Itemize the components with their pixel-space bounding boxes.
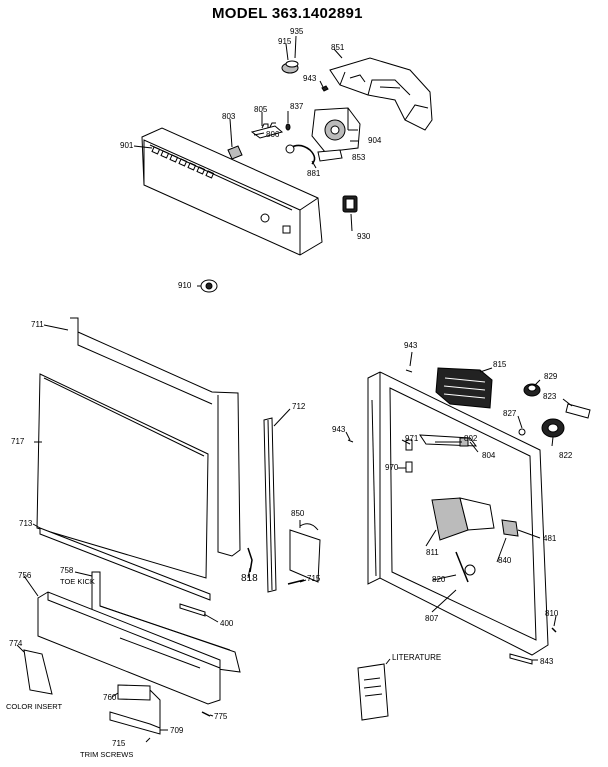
part-970 [405, 461, 413, 473]
part-904-timer [311, 107, 361, 153]
callout-760: 760 [103, 693, 117, 702]
part-775-screw [201, 711, 211, 717]
part-943-clip [321, 85, 329, 92]
callout-400: 400 [220, 619, 234, 628]
part-910-badge [200, 279, 218, 293]
callout-827: 827 [503, 409, 517, 418]
callout-881: 881 [307, 169, 321, 178]
part-811-dispenser [431, 497, 495, 541]
callout-810: 810 [545, 609, 559, 618]
callout-820: 820 [432, 575, 446, 584]
callout-758: 758 [60, 566, 74, 575]
callout-815: 815 [493, 360, 507, 369]
callout-935: 935 [290, 27, 304, 36]
part-915-knob [281, 60, 299, 74]
callout-970: 970 [385, 463, 399, 472]
callout-971: 971 [405, 434, 419, 443]
part-971 [405, 439, 413, 451]
part-853 [317, 149, 343, 162]
part-717-door-panel [36, 373, 209, 579]
callout-822: 822 [559, 451, 573, 460]
callout-930: 930 [357, 232, 371, 241]
part-774-color-insert [23, 649, 53, 695]
toe-kick-label: TOE KICK [60, 577, 95, 586]
callout-843: 843 [540, 657, 554, 666]
part-711-panel-frame [70, 317, 241, 557]
callout-806: 806 [266, 130, 280, 139]
part-943-screw-b [347, 439, 354, 443]
trim-screws-label: TRIM SCREWS [80, 750, 134, 759]
callout-715-a: 715 [307, 574, 321, 583]
callout-803: 803 [222, 112, 236, 121]
callout-943-top: 943 [303, 74, 317, 83]
part-850-plate [289, 523, 321, 583]
part-805-switch [250, 122, 284, 139]
part-829-knob [523, 383, 541, 397]
callout-910: 910 [178, 281, 192, 290]
callout-851: 851 [331, 43, 345, 52]
callout-943-right-mid: 943 [332, 425, 346, 434]
callout-811: 811 [426, 548, 439, 557]
part-881-harness [289, 144, 316, 165]
part-709-trim [109, 711, 161, 735]
part-822-cap [541, 418, 565, 438]
part-713-trim [39, 527, 211, 601]
callout-804: 804 [482, 451, 496, 460]
callout-840: 840 [498, 556, 512, 565]
callout-774: 774 [9, 639, 23, 648]
part-760 [117, 684, 151, 701]
model-title: MODEL 363.1402891 [212, 5, 363, 22]
callout-481: 481 [543, 534, 557, 543]
literature-booklet [357, 663, 389, 721]
color-insert-label: COLOR INSERT [6, 702, 63, 711]
part-810 [551, 627, 557, 633]
callout-713: 713 [19, 519, 33, 528]
part-930-knob [342, 195, 358, 213]
callout-775: 775 [214, 712, 228, 721]
part-756-lower-panel [37, 591, 221, 705]
callout-915: 915 [278, 37, 292, 46]
callout-805: 805 [254, 105, 268, 114]
part-815-vent [435, 367, 493, 409]
callout-756: 756 [18, 571, 32, 580]
part-803 [227, 145, 243, 160]
part-820 [455, 551, 469, 583]
callout-904: 904 [368, 136, 382, 145]
callout-823: 823 [543, 392, 557, 401]
part-823 [565, 403, 591, 419]
callout-711: 711 [31, 320, 44, 329]
part-712-channel [263, 417, 277, 593]
part-715-screw [287, 579, 305, 585]
part-901-control-panel [141, 127, 323, 256]
callout-943-right-top: 943 [404, 341, 418, 350]
callout-712: 712 [292, 402, 306, 411]
part-943-screw [405, 369, 413, 373]
callout-717: 717 [11, 437, 25, 446]
callout-853: 853 [352, 153, 366, 162]
callout-818: 818 [241, 573, 258, 584]
callout-901: 901 [120, 141, 134, 150]
callout-802: 802 [464, 434, 478, 443]
callout-709: 709 [170, 726, 184, 735]
callout-829: 829 [544, 372, 558, 381]
part-837-bead [285, 123, 291, 131]
callout-807: 807 [425, 614, 439, 623]
part-851-housing [329, 57, 433, 131]
part-840 [501, 519, 519, 537]
callout-837: 837 [290, 102, 304, 111]
part-400 [179, 603, 206, 617]
part-818 [247, 547, 253, 573]
literature-label: LITERATURE [392, 653, 442, 662]
callout-850: 850 [291, 509, 305, 518]
part-802 [459, 437, 469, 447]
part-843 [509, 653, 533, 665]
callout-715-b: 715 [112, 739, 126, 748]
part-827 [518, 428, 526, 436]
